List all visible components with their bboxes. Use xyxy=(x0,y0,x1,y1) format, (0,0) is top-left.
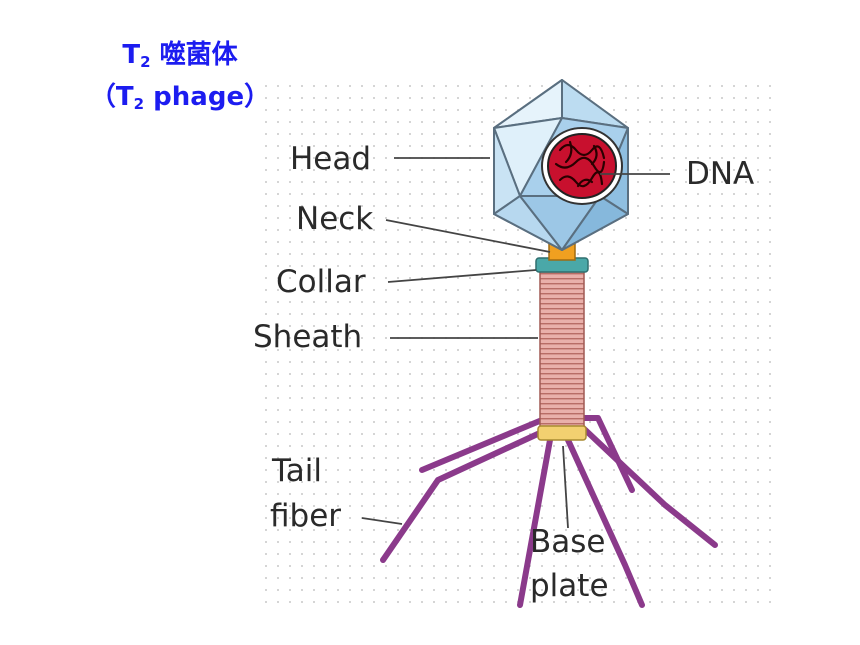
leader-tail-fiber xyxy=(361,517,403,525)
label-tail-fiber-line2: fiber xyxy=(270,498,341,534)
label-tail-fiber-line1: Tail xyxy=(271,453,322,489)
tail-fibers xyxy=(380,415,718,608)
leader-collar xyxy=(387,269,537,283)
label-base-plate-line2: plate xyxy=(530,568,609,604)
tail-fiber-right xyxy=(577,422,718,548)
leader-lines xyxy=(361,157,670,529)
tail-fiber-upper-left xyxy=(419,417,545,473)
tail-fiber-left xyxy=(380,429,545,563)
title-chinese: 噬菌体 xyxy=(150,40,238,70)
label-base-plate-line1: Base xyxy=(530,524,606,560)
label-head: Head xyxy=(290,141,371,177)
title-line-2: （T2 phage） xyxy=(0,76,360,113)
leader-neck xyxy=(385,219,551,253)
dna-core xyxy=(541,127,623,205)
title-open: （T xyxy=(89,82,134,112)
label-sheath: Sheath xyxy=(253,319,362,355)
title-subscript-2: 2 xyxy=(133,95,145,113)
tail-fiber-mid-left xyxy=(517,437,553,608)
label-dna: DNA xyxy=(686,156,754,192)
tail-fiber-mid-right xyxy=(565,437,645,608)
tail-fiber-upper-right xyxy=(579,415,635,493)
base-plate xyxy=(537,425,587,441)
title-t: T xyxy=(122,40,141,70)
label-neck: Neck xyxy=(296,201,373,237)
title-line-1: T2 噬菌体 xyxy=(0,34,360,71)
title-subscript: 2 xyxy=(140,53,151,71)
sheath xyxy=(539,271,585,429)
title-english: phage） xyxy=(144,82,271,112)
leader-base-plate xyxy=(562,445,569,529)
label-collar: Collar xyxy=(276,264,366,300)
